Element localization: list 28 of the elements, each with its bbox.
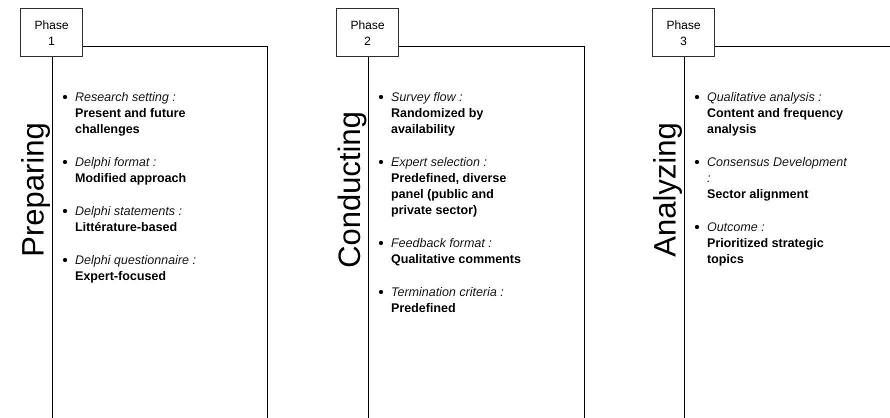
item-value: Expert-focused — [75, 268, 167, 284]
item-label: Consensus Development : — [707, 154, 847, 186]
item-value: Qualitative comments — [391, 251, 522, 267]
item-label: Expert selection : — [391, 154, 488, 170]
item-label: Termination criteria : — [391, 284, 505, 300]
item-label: Qualitative analysis : — [707, 89, 823, 105]
phase-heading: Analyzing — [650, 122, 680, 256]
phase-tab: Phase 1 — [20, 8, 83, 57]
item-value: Littérature-based — [75, 219, 178, 235]
item-label: Feedback format : — [391, 235, 493, 251]
item-value: Present and future challenges — [75, 105, 186, 137]
item-value: Sector alignment — [707, 186, 810, 202]
item-value: Predefined — [391, 300, 457, 316]
item-value: Predefined, diverse panel (public and private sector) — [391, 170, 508, 218]
item-value: Prioritized strategic topics — [707, 235, 825, 267]
phase-tab: Phase 2 — [336, 8, 399, 57]
item-label: Outcome : — [707, 219, 766, 235]
item-label: Delphi format : — [75, 154, 158, 170]
item-value: Randomized by availability — [391, 105, 484, 137]
item-value: Modified approach — [75, 170, 188, 186]
item-value: Content and frequency analysis — [707, 105, 844, 137]
item-label: Delphi questionnaire : — [75, 252, 197, 268]
item-label: Survey flow : — [391, 89, 464, 105]
phase-tab: Phase 3 — [652, 8, 715, 57]
item-label: Research setting : — [75, 89, 177, 105]
phase-heading: Preparing — [18, 122, 48, 256]
phase-heading: Conducting — [334, 110, 364, 268]
item-label: Delphi statements : — [75, 203, 183, 219]
